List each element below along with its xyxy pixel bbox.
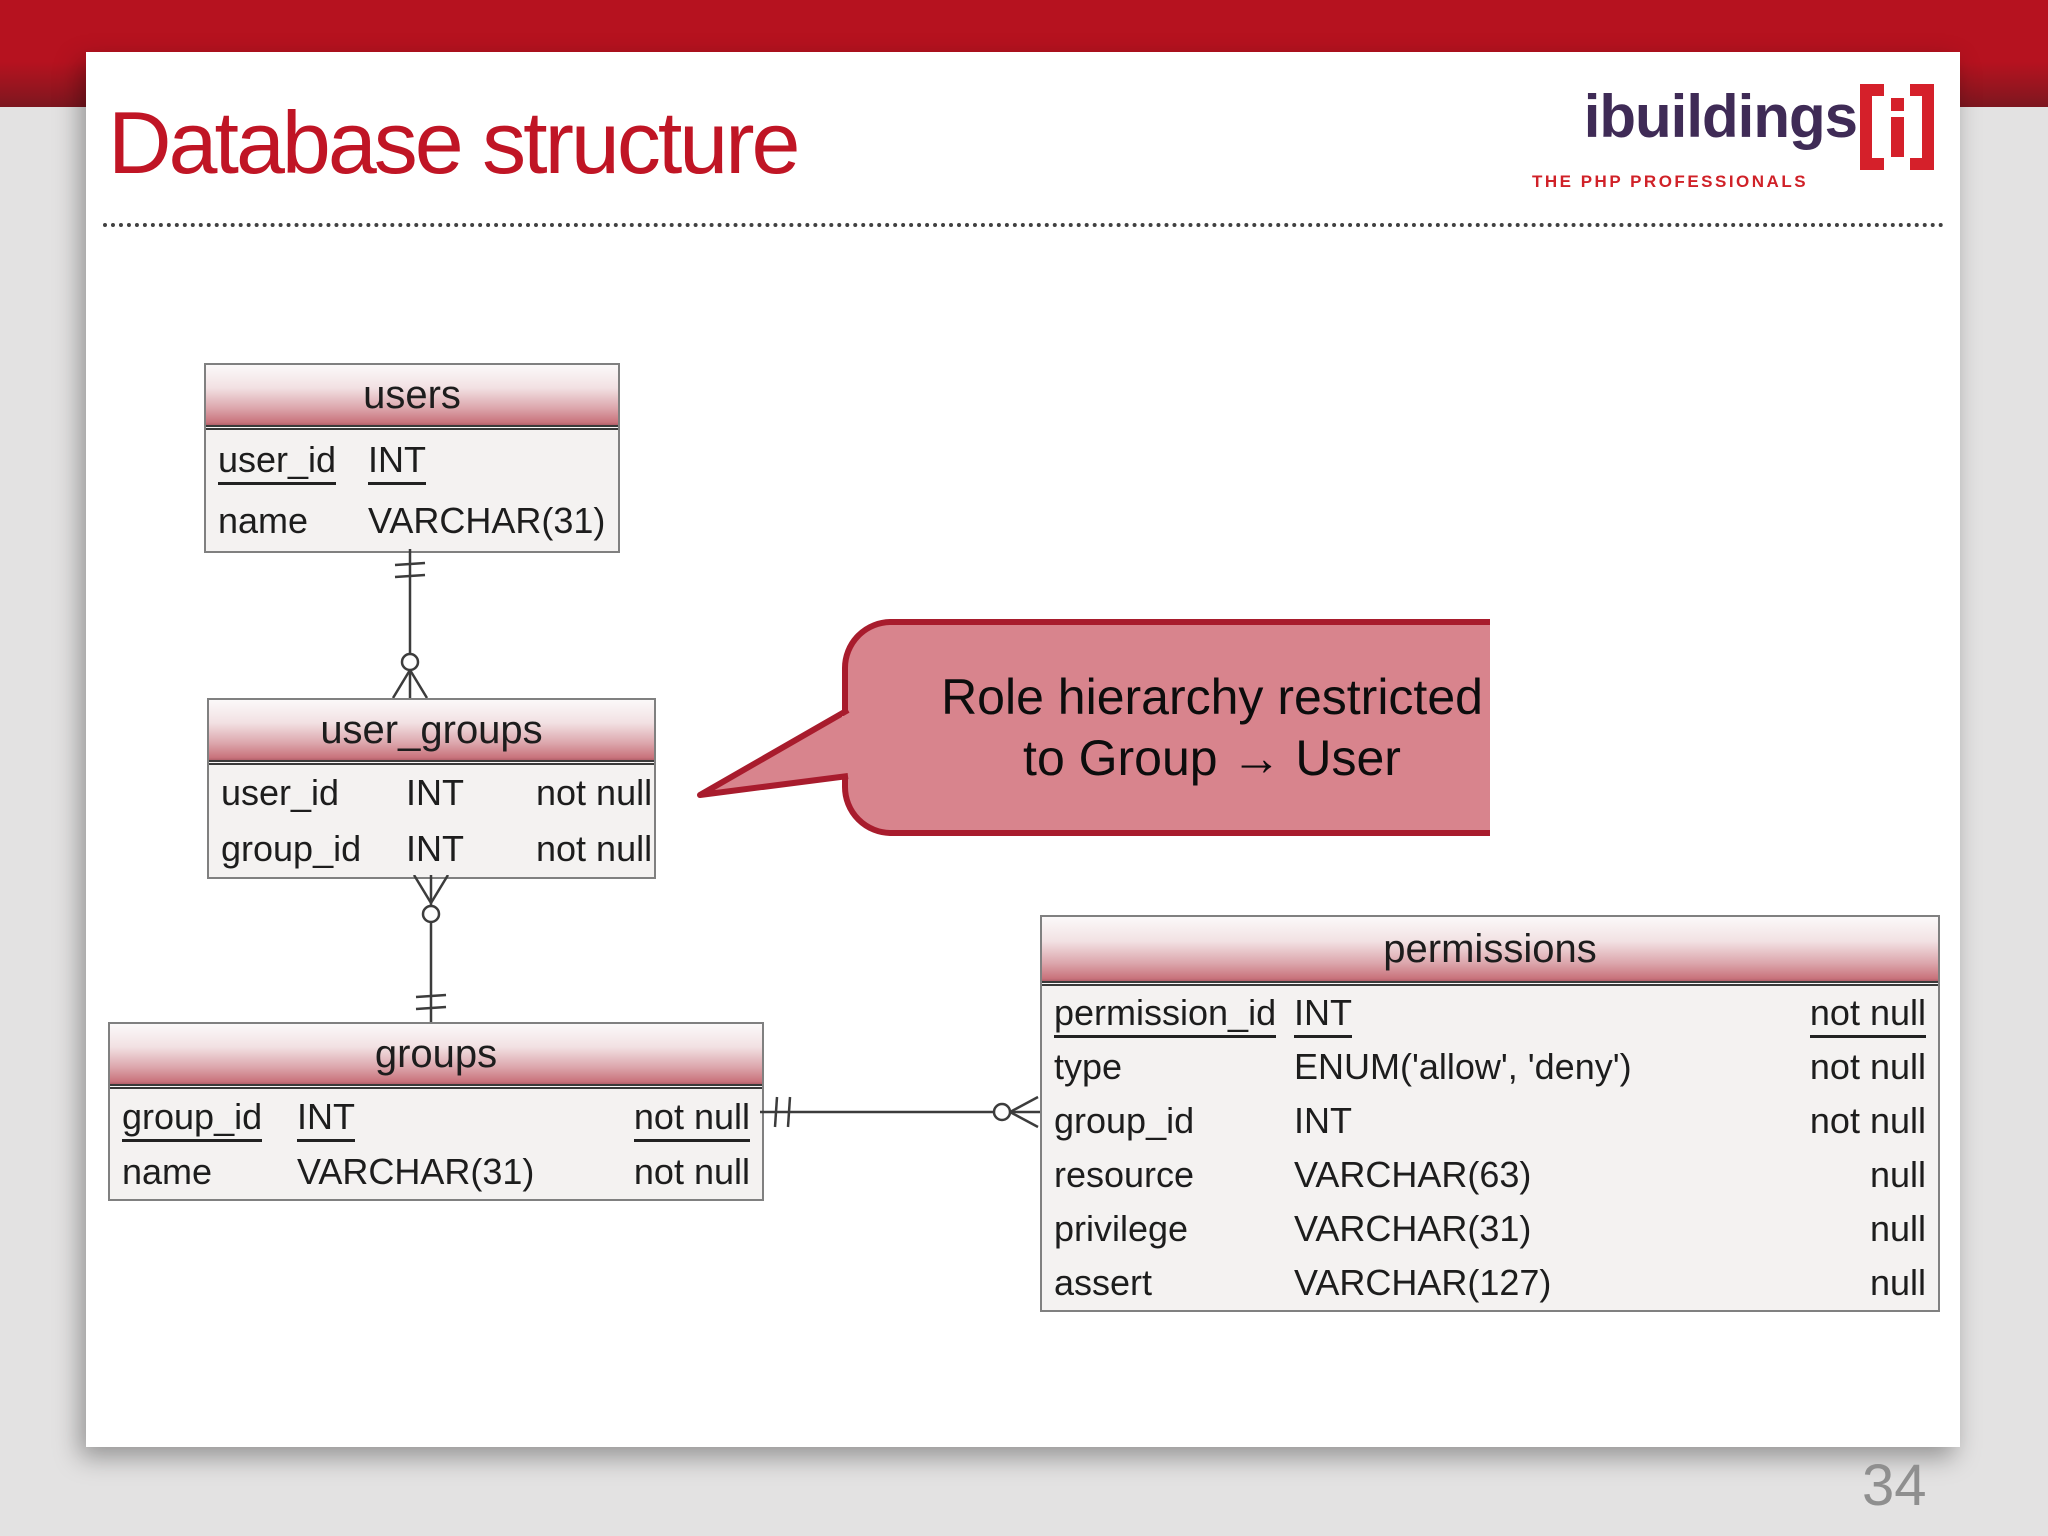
relationship-users-user-groups <box>391 549 429 698</box>
callout-line2: to Group → User <box>1023 729 1401 786</box>
column-type: INT <box>297 1095 355 1142</box>
relationship-groups-permissions <box>760 1095 1040 1129</box>
column-type: ENUM('allow', 'deny') <box>1294 1046 1632 1087</box>
column-attr: null <box>1869 1262 1926 1303</box>
column-type: VARCHAR(127) <box>1294 1262 1552 1303</box>
column-name: privilege <box>1054 1208 1189 1249</box>
column-name: name <box>218 499 309 541</box>
column-attr: not null <box>1809 992 1926 1038</box>
column-type: INT <box>1294 1100 1352 1141</box>
column-attr: null <box>1869 1154 1926 1195</box>
db-table-permissions: permissions permission_id INT not null t… <box>1040 915 1940 1312</box>
column-attr: not null <box>1809 1046 1926 1087</box>
column-attr: not null <box>536 772 653 813</box>
table-name: permissions <box>1383 926 1597 971</box>
column-type: VARCHAR(31) <box>368 499 606 541</box>
column-name: name <box>122 1150 213 1192</box>
table-row: user_id INT not null <box>209 765 654 821</box>
table-row: resource VARCHAR(63) null <box>1042 1148 1938 1202</box>
column-name: group_id <box>1054 1100 1195 1141</box>
column-name: resource <box>1054 1154 1195 1195</box>
table-header: user_groups <box>209 700 654 765</box>
table-row: assert VARCHAR(127) null <box>1042 1256 1938 1310</box>
table-name: user_groups <box>320 707 543 752</box>
column-attr: not null <box>1809 1100 1926 1141</box>
column-attr: not null <box>633 1150 750 1192</box>
table-header: users <box>206 365 618 430</box>
slide-card: Database structure ibuildings THE PHP PR… <box>86 52 1960 1447</box>
column-name: assert <box>1054 1262 1153 1303</box>
callout-line1: Role hierarchy restricted <box>941 668 1483 725</box>
relationship-groups-user-groups <box>412 875 450 1022</box>
table-rows: user_id INT not null group_id INT not nu… <box>209 765 654 877</box>
table-row: name VARCHAR(31) <box>206 491 618 552</box>
callout-bubble <box>697 619 1490 836</box>
table-row: group_id INT not null <box>209 821 654 877</box>
db-table-groups: groups group_id INT not null name VARCHA… <box>108 1022 764 1201</box>
column-type: INT <box>1294 992 1352 1038</box>
table-header: groups <box>110 1024 762 1089</box>
table-rows: group_id INT not null name VARCHAR(31) n… <box>110 1089 762 1199</box>
column-type: INT <box>406 772 464 813</box>
table-rows: user_id INT name VARCHAR(31) <box>206 430 618 551</box>
column-name: permission_id <box>1054 992 1277 1038</box>
column-type: INT <box>368 439 426 486</box>
bracket-i-icon <box>1860 84 1934 170</box>
callout-text: Role hierarchy restricted to Group → Use… <box>902 630 1522 825</box>
logo-tagline: THE PHP PROFESSIONALS <box>1532 172 1809 191</box>
table-row: privilege VARCHAR(31) null <box>1042 1202 1938 1256</box>
db-table-users: users user_id INT name VARCHAR(31) <box>204 363 620 553</box>
table-name: users <box>363 372 461 417</box>
page-title: Database structure <box>108 93 800 192</box>
table-row: user_id INT <box>206 430 618 491</box>
table-header: permissions <box>1042 917 1938 986</box>
column-name: user_id <box>218 439 337 486</box>
table-row: permission_id INT not null <box>1042 986 1938 1040</box>
column-attr: null <box>1869 1208 1926 1249</box>
column-name: group_id <box>221 828 362 869</box>
table-rows: permission_id INT not null type ENUM('al… <box>1042 986 1938 1310</box>
column-type: INT <box>406 828 464 869</box>
table-row: group_id INT not null <box>110 1089 762 1144</box>
column-name: user_id <box>221 772 340 813</box>
column-name: group_id <box>122 1095 263 1142</box>
column-attr: not null <box>633 1095 750 1142</box>
column-attr: not null <box>536 828 653 869</box>
ibuildings-logo-wordmark: ibuildings <box>1583 83 1858 150</box>
column-type: VARCHAR(63) <box>1294 1154 1532 1195</box>
title-separator <box>103 223 1945 227</box>
column-name: type <box>1054 1046 1123 1087</box>
db-table-user-groups: user_groups user_id INT not null group_i… <box>207 698 656 879</box>
page-number: 34 <box>1862 1453 1927 1518</box>
table-row: group_id INT not null <box>1042 1094 1938 1148</box>
table-name: groups <box>374 1031 498 1076</box>
table-row: name VARCHAR(31) not null <box>110 1144 762 1199</box>
table-row: type ENUM('allow', 'deny') not null <box>1042 1040 1938 1094</box>
column-type: VARCHAR(31) <box>1294 1208 1532 1249</box>
column-type: VARCHAR(31) <box>297 1150 535 1192</box>
